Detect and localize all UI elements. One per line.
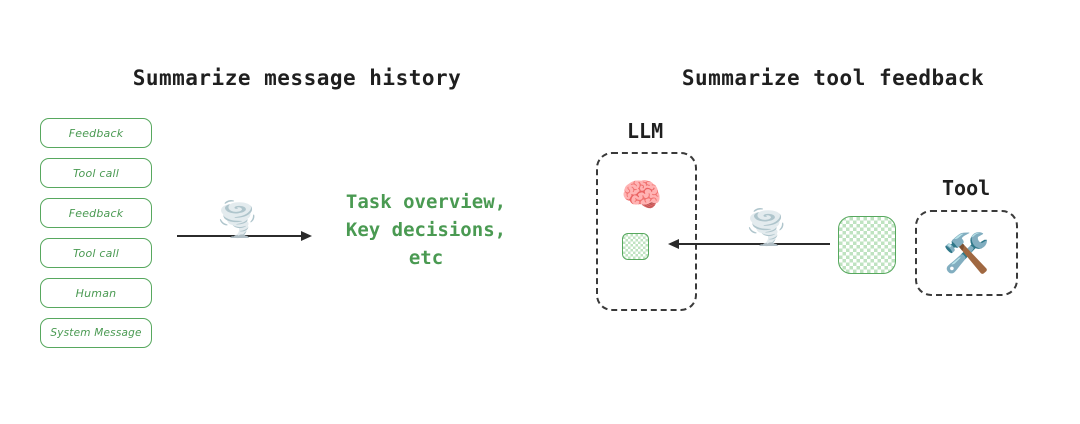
tool-output-block (838, 216, 896, 274)
brain-icon: 🧠 (621, 175, 663, 214)
tool-container: 🛠️ (915, 210, 1018, 296)
tornado-icon: 🌪️ (216, 200, 259, 240)
left-panel-title: Summarize message history (132, 66, 462, 90)
left-flow-arrow (177, 231, 313, 241)
message-box-tool-call-2[interactable]: Tool call (40, 238, 152, 268)
right-panel-title: Summarize tool feedback (681, 66, 985, 90)
arrow-shaft (678, 243, 830, 245)
arrow-head-left (668, 239, 679, 249)
tornado-icon: 🌪️ (745, 208, 788, 248)
right-flow-arrow (668, 239, 830, 249)
arrow-shaft (177, 235, 303, 237)
message-box-tool-call-1[interactable]: Tool call (40, 158, 152, 188)
tool-label: Tool (942, 176, 991, 200)
message-box-human[interactable]: Human (40, 278, 152, 308)
arrow-head-right (301, 231, 312, 241)
message-box-feedback-1[interactable]: Feedback (40, 118, 152, 148)
summary-output-text: Task overview, Key decisions, etc (345, 191, 507, 269)
llm-container (596, 152, 697, 311)
message-box-feedback-2[interactable]: Feedback (40, 198, 152, 228)
message-box-system-message[interactable]: System Message (40, 318, 152, 348)
llm-context-block (622, 233, 649, 260)
message-history-stack: Feedback Tool call Feedback Tool call Hu… (40, 118, 152, 358)
hammer-and-wrench-icon: 🛠️ (942, 231, 991, 275)
llm-label: LLM (627, 119, 664, 143)
